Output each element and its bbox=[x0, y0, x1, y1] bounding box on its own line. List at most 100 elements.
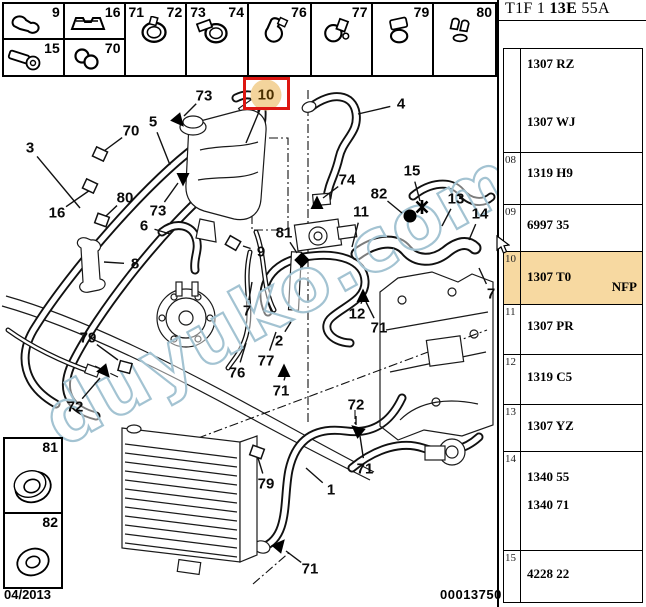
part-number[interactable]: 1340 71 bbox=[527, 496, 570, 512]
part-label-76[interactable]: 76 bbox=[228, 364, 246, 382]
legend-number: 77 bbox=[351, 4, 368, 20]
part-label-72[interactable]: 72 bbox=[347, 396, 365, 414]
table-row-12[interactable]: 12 1319 C5 bbox=[504, 354, 642, 405]
table-row-09[interactable]: 09 6997 35 bbox=[504, 205, 642, 253]
legend-subcell-9[interactable]: 9 bbox=[4, 4, 63, 40]
washer-icon bbox=[7, 526, 59, 587]
bracket-8 bbox=[76, 237, 106, 293]
part-number[interactable]: 4228 22 bbox=[527, 566, 570, 582]
part-label-15[interactable]: 15 bbox=[403, 162, 421, 180]
worm-clamp-icon bbox=[193, 16, 239, 65]
part-label-77[interactable]: 77 bbox=[257, 352, 275, 370]
part-label-1[interactable]: 1 bbox=[326, 481, 336, 499]
part-number[interactable]: 1340 55 bbox=[527, 468, 570, 484]
legend-subcell-70[interactable]: 70 bbox=[65, 40, 124, 76]
row-parts: 1319 C5 bbox=[521, 355, 642, 404]
leader-line bbox=[154, 228, 171, 235]
part-number[interactable]: 6997 35 bbox=[527, 217, 570, 233]
part-label-4[interactable]: 4 bbox=[396, 95, 406, 113]
leader-line bbox=[156, 131, 171, 166]
row-index: 12 bbox=[504, 354, 521, 404]
part-label-71[interactable]: 71 bbox=[356, 460, 374, 478]
part-label-3[interactable]: 3 bbox=[25, 139, 35, 157]
page-code: T1F 1 13E 55A bbox=[499, 0, 646, 21]
arrow-marker bbox=[170, 112, 184, 127]
part-label-2[interactable]: 2 bbox=[274, 332, 284, 350]
part-label-9[interactable]: 9 bbox=[256, 243, 266, 261]
part-number[interactable]: 1307 T0 bbox=[527, 269, 572, 285]
part-number[interactable]: 1319 H9 bbox=[527, 164, 573, 180]
dot-marker bbox=[403, 209, 417, 223]
part-number[interactable]: 1307 RZ bbox=[527, 56, 575, 71]
arrow-marker bbox=[176, 173, 190, 187]
table-row-top[interactable]: 1307 RZ 1307 WJ bbox=[504, 49, 642, 153]
part-label-11[interactable]: 11 bbox=[353, 203, 369, 221]
part-label-10[interactable]: 10 bbox=[250, 79, 282, 111]
clip-symbol bbox=[248, 444, 266, 460]
legend-subcell-15[interactable]: 15 bbox=[4, 40, 63, 76]
part-label-82[interactable]: 82 bbox=[370, 185, 388, 203]
legend-number: 9 bbox=[51, 4, 60, 20]
legend-cell-77[interactable]: 77 bbox=[312, 4, 373, 75]
part-label-79[interactable]: 79 bbox=[79, 329, 97, 347]
part-label-14[interactable]: 14 bbox=[471, 205, 489, 223]
row-index bbox=[504, 49, 521, 152]
part-label-16[interactable]: 16 bbox=[48, 204, 66, 222]
legend-cell-9-15[interactable]: 9 15 bbox=[4, 4, 65, 75]
arrow-marker bbox=[96, 363, 110, 378]
part-label-7[interactable]: 7 bbox=[242, 302, 252, 320]
part-label-71[interactable]: 71 bbox=[272, 382, 290, 400]
part-label-73[interactable]: 73 bbox=[149, 202, 167, 220]
part-label-70[interactable]: 70 bbox=[122, 122, 140, 140]
leader-line bbox=[103, 261, 125, 264]
part-label-74[interactable]: 74 bbox=[338, 171, 356, 189]
legend-number: 70 bbox=[104, 39, 121, 56]
legend-cell-81[interactable]: 81 bbox=[5, 439, 61, 514]
legend-cell-79[interactable]: 79 bbox=[373, 4, 435, 75]
leader-line bbox=[468, 223, 477, 241]
part-number[interactable]: 1307 WJ bbox=[527, 114, 576, 129]
clip-symbol bbox=[93, 212, 111, 228]
leader-line bbox=[357, 105, 391, 115]
part-label-6[interactable]: 6 bbox=[139, 217, 149, 235]
leader-line bbox=[322, 186, 339, 199]
square-clip-icon bbox=[379, 16, 425, 65]
row-index: 13 bbox=[504, 404, 521, 451]
row-index: 09 bbox=[504, 205, 521, 252]
legend-cell-80[interactable]: 80 bbox=[434, 4, 495, 75]
leader-line bbox=[105, 205, 118, 217]
part-number[interactable]: 1307 PR bbox=[527, 318, 574, 334]
part-label-8[interactable]: 8 bbox=[130, 255, 140, 273]
part-label-81[interactable]: 81 bbox=[275, 224, 293, 242]
part-label-80[interactable]: 80 bbox=[116, 189, 134, 207]
row-parts: 1340 55 1340 71 bbox=[521, 452, 642, 551]
cross-marker bbox=[415, 200, 429, 214]
legend-cell-82[interactable]: 82 bbox=[5, 514, 61, 587]
part-label-71[interactable]: 71 bbox=[370, 319, 388, 337]
part-number[interactable]: 1307 YZ bbox=[527, 417, 574, 433]
table-row-13[interactable]: 13 1307 YZ bbox=[504, 404, 642, 452]
part-label-79[interactable]: 79 bbox=[257, 475, 275, 493]
part-label-7[interactable]: 7 bbox=[486, 285, 496, 303]
arrow-marker bbox=[277, 363, 291, 377]
part-label-72[interactable]: 72 bbox=[66, 398, 84, 416]
part-label-71[interactable]: 71 bbox=[301, 560, 319, 578]
legend-cell-76[interactable]: 76 bbox=[249, 4, 312, 75]
part-label-12[interactable]: 12 bbox=[348, 305, 366, 323]
part-label-73[interactable]: 73 bbox=[195, 87, 213, 105]
part-label-5[interactable]: 5 bbox=[148, 113, 158, 131]
leader-line bbox=[478, 267, 488, 285]
part-label-13[interactable]: 13 bbox=[447, 190, 465, 208]
watermark-text: duyuko.com bbox=[29, 134, 529, 464]
part-number[interactable]: 1319 C5 bbox=[527, 368, 573, 384]
legend-subcell-16[interactable]: 16 bbox=[64, 4, 124, 40]
